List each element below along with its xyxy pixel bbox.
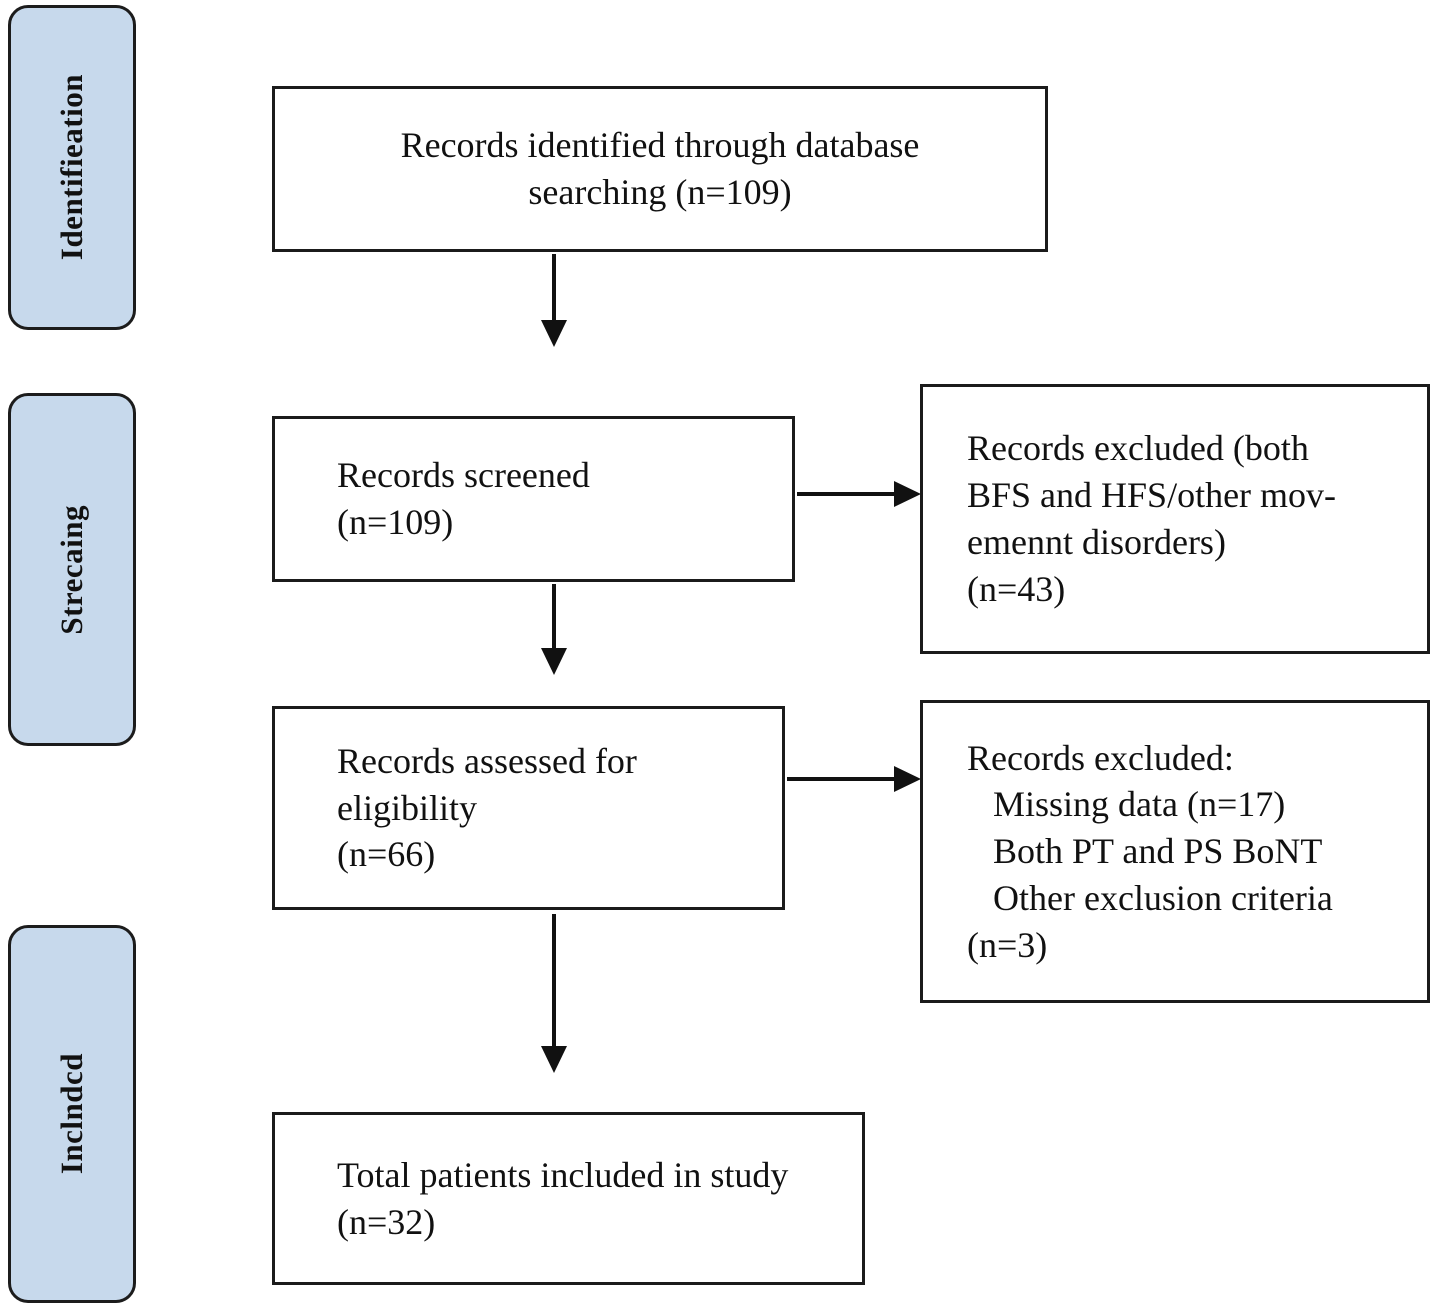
stage-label-identification: Identifieation xyxy=(54,74,89,261)
stage-label-screening: Strecaing xyxy=(54,504,89,635)
excluded-eligibility-heading: Records excluded: xyxy=(967,737,1234,778)
box-records-identified: Records identified through database sear… xyxy=(272,86,1048,252)
box-records-screened-text: Records screened (n=109) xyxy=(337,455,590,542)
excluded-eligibility-count: (n=3) xyxy=(967,924,1048,965)
arrow-eligibility-to-included xyxy=(541,914,567,1073)
arrow-screened-to-eligibility xyxy=(541,584,567,675)
stage-tab-screening: Strecaing xyxy=(8,393,136,746)
excluded-eligibility-item-2: Other exclusion criteria xyxy=(993,877,1333,918)
box-records-identified-text: Records identified through database sear… xyxy=(400,125,920,212)
excluded-eligibility-item-0: Missing data (n=17) xyxy=(993,784,1286,825)
box-records-excluded-eligibility: Records excluded: Missing data (n=17) Bo… xyxy=(920,700,1430,1003)
box-total-patients-included: Total patients included in study (n=32) xyxy=(272,1112,865,1285)
box-records-excluded-screening-text: Records excluded (both BFS and HFS/other… xyxy=(967,428,1337,609)
box-total-patients-included-text: Total patients included in study (n=32) xyxy=(337,1154,789,1242)
excluded-eligibility-list: Records excluded: Missing data (n=17) Bo… xyxy=(923,735,1427,969)
box-records-assessed-eligibility-text: Records assessed for eligibility (n=66) xyxy=(337,740,637,875)
stage-label-included: Inclndcd xyxy=(54,1053,89,1175)
stage-tab-included: Inclndcd xyxy=(8,925,136,1303)
box-records-assessed-eligibility: Records assessed for eligibility (n=66) xyxy=(272,706,785,910)
box-records-excluded-screening: Records excluded (both BFS and HFS/other… xyxy=(920,384,1430,654)
box-records-screened: Records screened (n=109) xyxy=(272,416,795,582)
stage-tab-identification: Identifieation xyxy=(8,5,136,330)
arrow-eligibility-to-excluded xyxy=(787,766,921,792)
arrow-screened-to-excluded xyxy=(797,481,921,507)
arrow-identified-to-screened xyxy=(541,254,567,347)
excluded-eligibility-item-1: Both PT and PS BoNT xyxy=(993,831,1323,872)
